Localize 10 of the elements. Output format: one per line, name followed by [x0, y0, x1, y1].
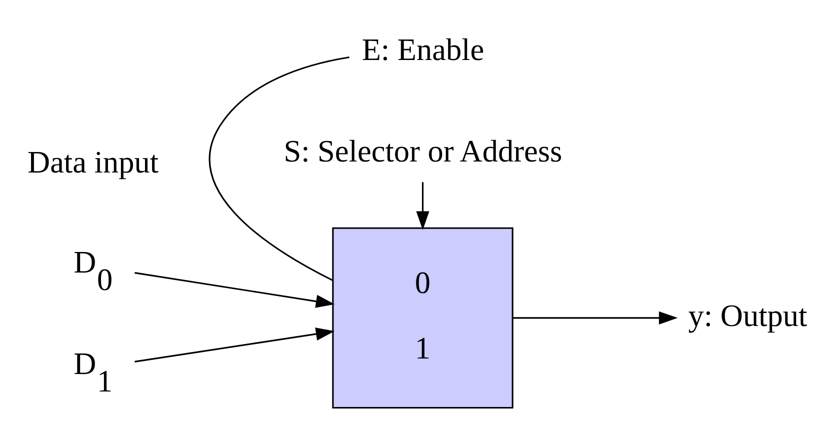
node-text: S: Selector or Address	[284, 134, 562, 169]
arrow	[134, 272, 335, 308]
connector	[209, 56, 350, 281]
node-box: 0 1	[332, 227, 514, 409]
node-text: E: Enable	[362, 32, 484, 68]
arrow	[416, 182, 430, 230]
node-text: y: Output	[688, 298, 808, 333]
arrow	[134, 328, 335, 362]
arrow	[512, 311, 678, 324]
label: Data input	[28, 144, 159, 180]
